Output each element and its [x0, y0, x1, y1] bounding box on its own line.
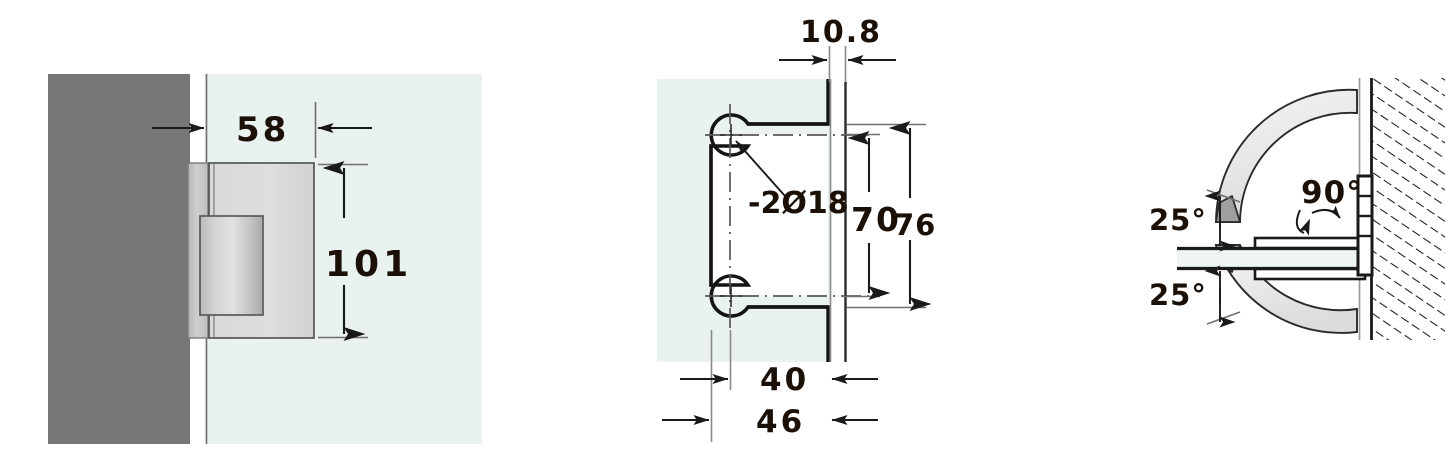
dim-90-leader-down [1295, 209, 1310, 236]
plan-hinge-plate-outline-2 [709, 113, 828, 318]
dim-90-leader-right [1311, 205, 1341, 219]
dim-40-label: 40 [760, 362, 809, 398]
view-swing-diagram: 25° 25° 90° [1149, 78, 1445, 340]
dim-76-label: 76 [894, 208, 936, 242]
dim-90-label: 90° [1301, 175, 1363, 211]
hinge-knuckle [199, 215, 264, 316]
door-leaf-tip-up [1215, 195, 1241, 223]
dimension-76: 76 [846, 121, 936, 311]
dimension-25-top: 25° [1149, 189, 1241, 252]
dimension-25-bottom: 25° [1149, 265, 1241, 328]
wall-block [48, 74, 190, 444]
hole-callout-leader [735, 140, 786, 197]
swing-hinge-plate-top [1253, 236, 1367, 250]
dim-70-label: 70 [851, 200, 901, 239]
dim-46-label: 46 [756, 404, 805, 440]
hole-callout-label: -2Ø18 [748, 186, 849, 221]
view-plan-section: -2Ø18 10.8 70 76 [657, 15, 936, 442]
dimension-10-8: 10.8 [779, 15, 896, 82]
dimension-40: 40 [680, 362, 878, 398]
callout-hole-2-dia-18: -2Ø18 [735, 140, 849, 221]
dimension-90: 90° [1295, 175, 1363, 236]
dimension-101: 101 [318, 161, 412, 341]
view-front-elevation: 58 101 [48, 74, 482, 444]
dim-25-bottom-label: 25° [1149, 278, 1207, 312]
swing-glass-leaf [1177, 249, 1364, 268]
plan-hole-centre-marks [720, 124, 742, 307]
dim-101-label: 101 [325, 244, 412, 285]
dimension-58: 58 [152, 102, 372, 158]
dim-108-label: 10.8 [800, 15, 882, 50]
dimension-46: 46 [662, 404, 878, 440]
plan-hinge-plate-fill [713, 134, 828, 297]
wall-hatching [1372, 78, 1445, 340]
dimension-70: 70 [843, 131, 901, 300]
swing-hinge-plate-bottom [1253, 267, 1367, 281]
dim-58-label: 58 [236, 110, 289, 150]
dim-25-bottom-ext [1206, 311, 1241, 325]
swing-wall-bracket [1356, 174, 1374, 277]
dim-25-top-label: 25° [1149, 203, 1207, 237]
